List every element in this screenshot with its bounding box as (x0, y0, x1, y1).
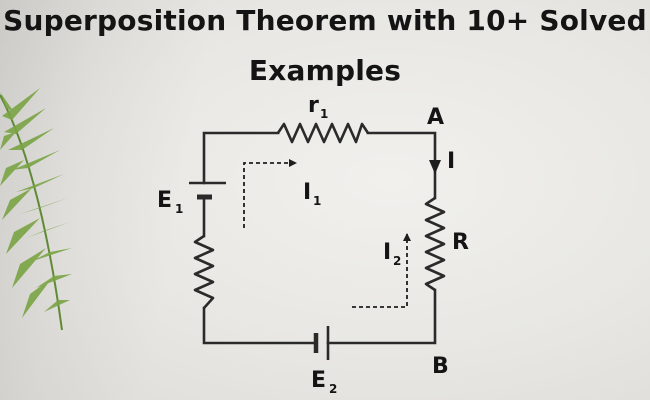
svg-text:I: I (383, 240, 391, 265)
palm-leaf-decoration (0, 88, 72, 331)
label-i: I (447, 149, 455, 174)
label-e1: E 1 (157, 188, 183, 216)
resistor-internal-left (193, 234, 215, 309)
resistor-r (424, 196, 446, 292)
label-e2: E 2 (311, 368, 337, 396)
svg-text:1: 1 (313, 194, 321, 208)
label-i2: I 2 (383, 240, 401, 268)
label-node-b: B (432, 354, 449, 379)
wire-right-lower (326, 288, 437, 345)
svg-text:2: 2 (329, 382, 337, 396)
wire-top-left (202, 131, 280, 185)
battery-e1 (189, 181, 226, 200)
page-title-line-2: Examples (248, 54, 402, 87)
loop-current-i2-arrow (352, 233, 411, 308)
svg-text:I: I (303, 180, 311, 205)
battery-e2 (313, 326, 330, 360)
svg-text:E: E (157, 188, 172, 213)
label-i1: I 1 (303, 180, 321, 208)
svg-text:1: 1 (175, 202, 183, 216)
label-r: R (452, 230, 469, 255)
svg-text:1: 1 (320, 107, 328, 121)
label-r1: r 1 (308, 93, 328, 121)
resistor-r1 (276, 122, 370, 144)
wire-bottom-left (202, 306, 318, 345)
wire-top-right (366, 131, 437, 200)
loop-current-i1-arrow (243, 159, 297, 228)
current-i-arrow (429, 160, 441, 174)
svg-text:E: E (311, 368, 326, 393)
svg-text:r: r (308, 93, 319, 118)
label-node-a: A (427, 105, 444, 130)
svg-text:2: 2 (393, 254, 401, 268)
page-title-line-1: Superposition Theorem with 10+ Solved (3, 4, 647, 37)
